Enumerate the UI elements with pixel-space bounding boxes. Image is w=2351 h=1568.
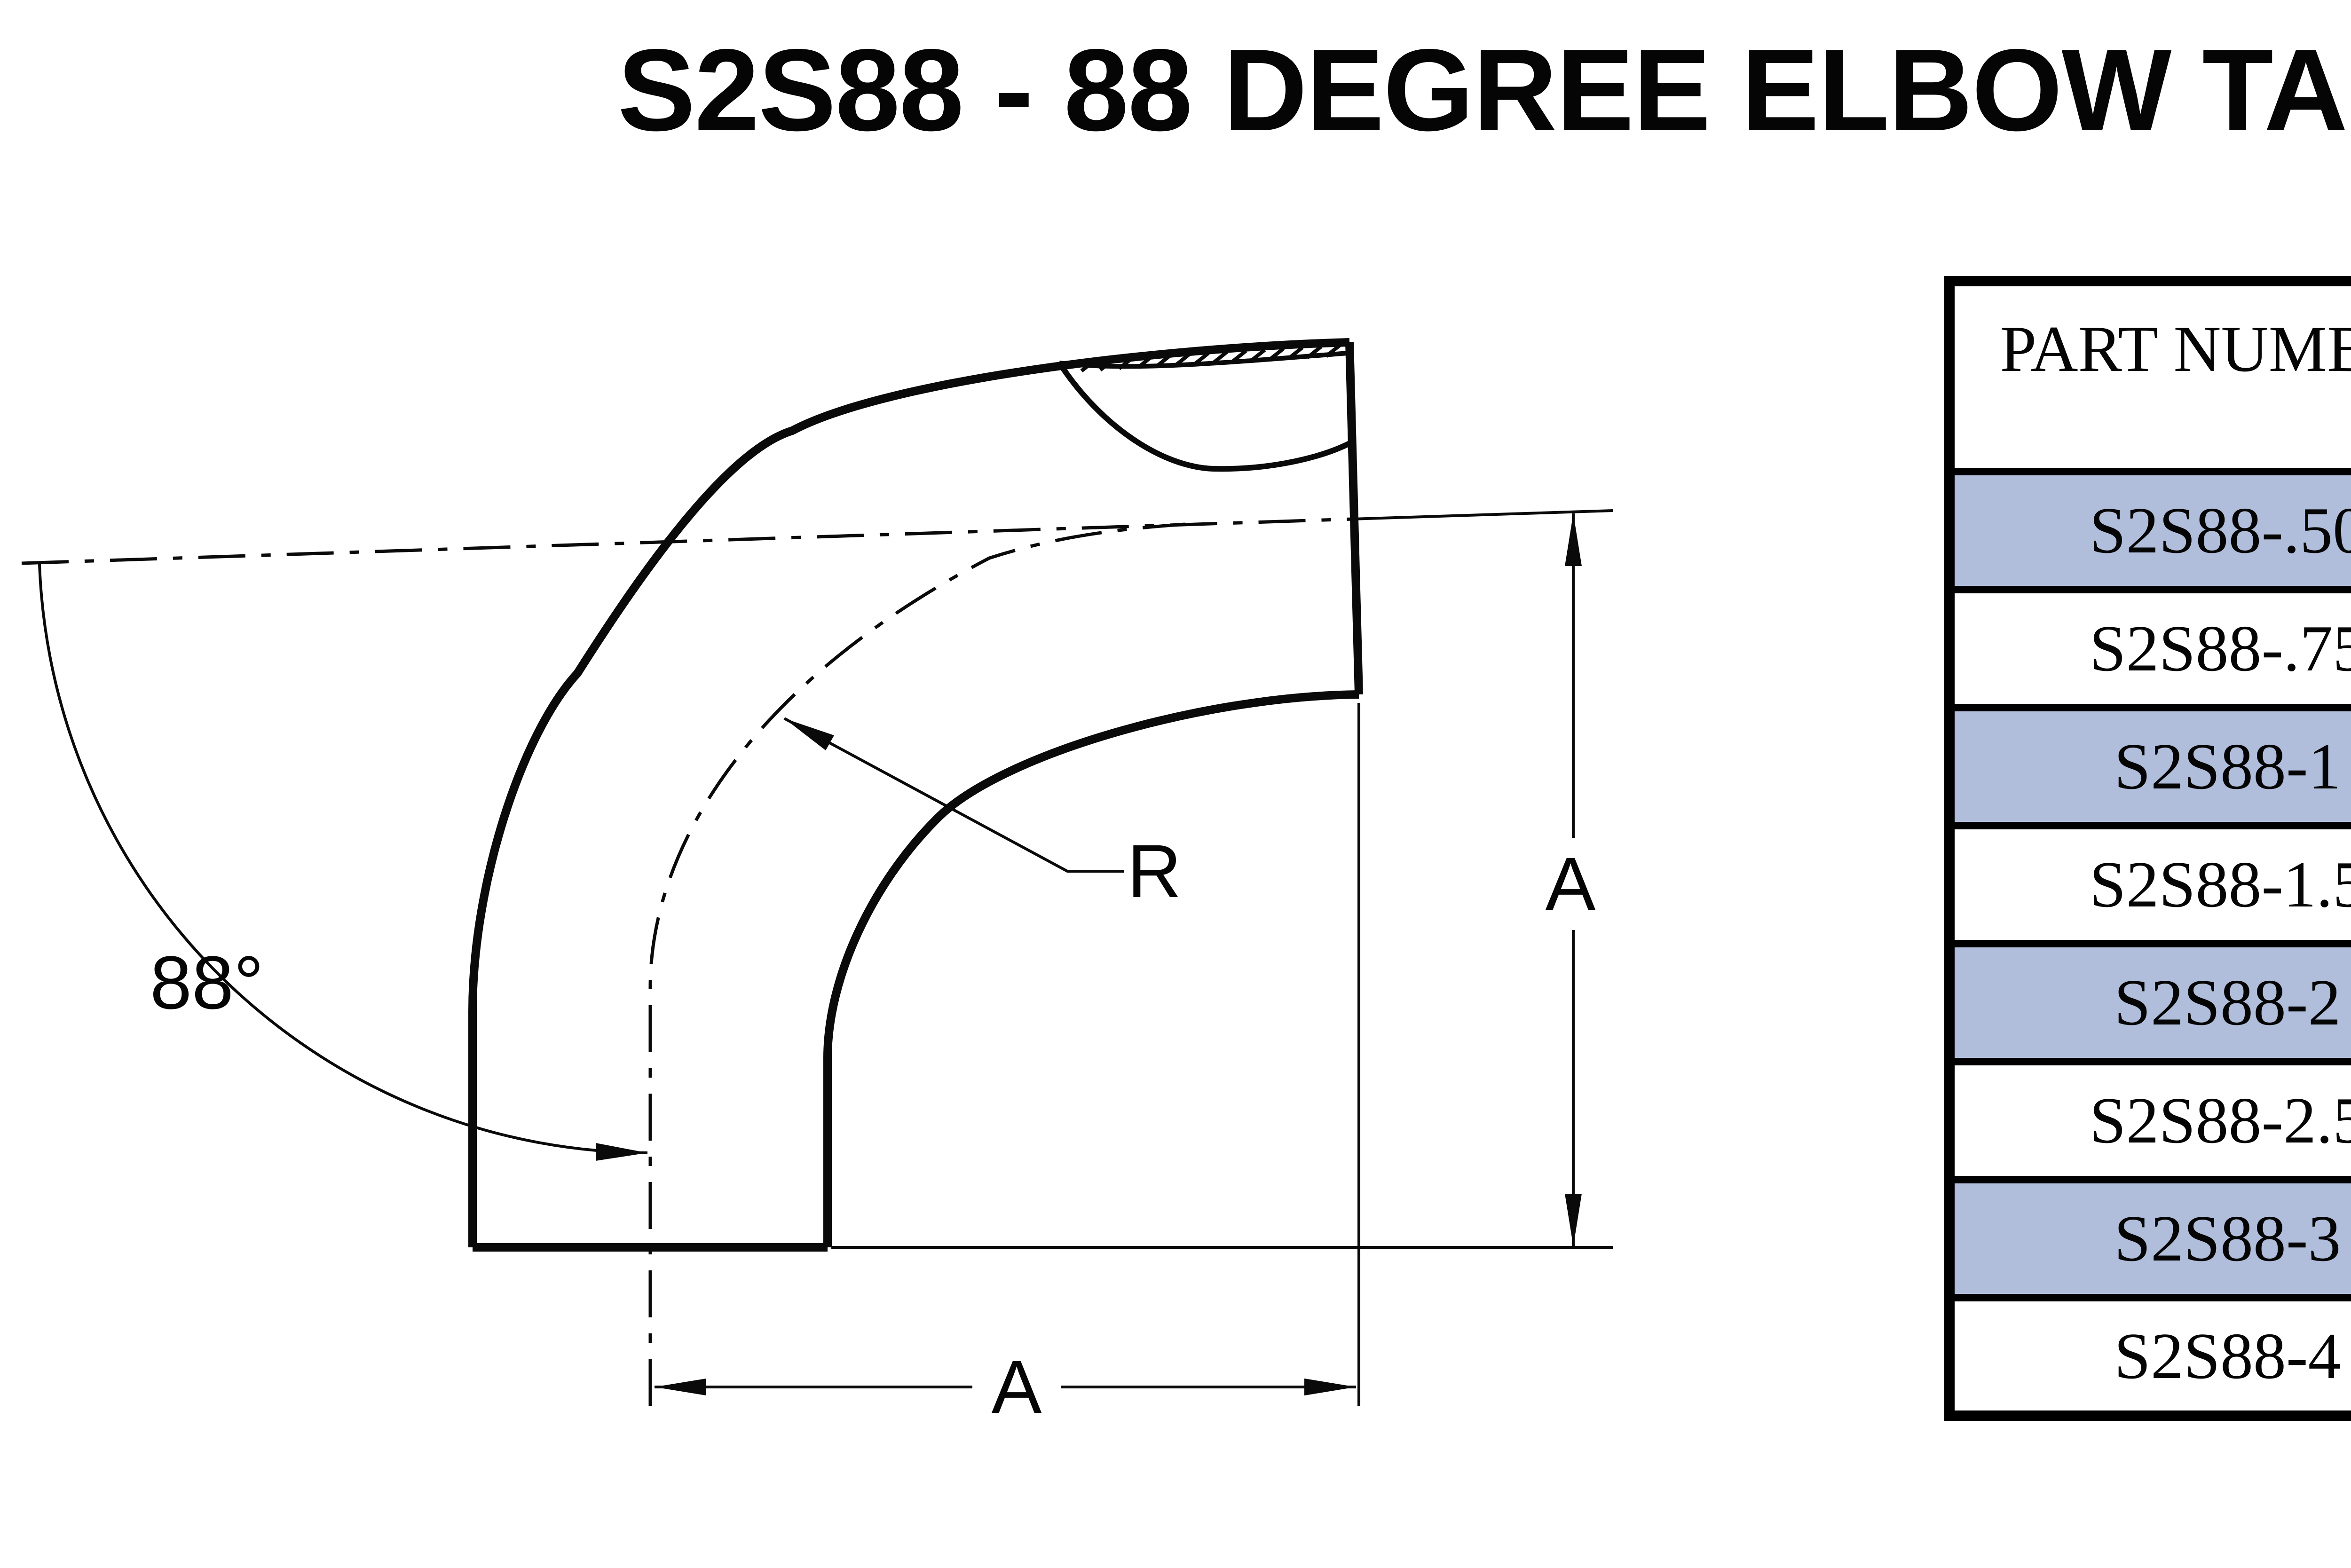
weld-bevel [1057, 343, 1354, 472]
elbow-inner-edge [823, 690, 1359, 1247]
angle-arc [38, 564, 648, 1154]
radius-label: R [1127, 829, 1182, 913]
table-row: S2S88-2.5 2-1/2 5.559 3.750 [1946, 1058, 2351, 1183]
spec-table-body: S2S88-.50 1/2 3.065 1.125 S2S88-.75 3/4 … [1946, 468, 2351, 1419]
weld-end-face [1345, 342, 1363, 695]
cell-part-number: S2S88-2 [1946, 940, 2351, 1065]
pipe-mouth-curve [1057, 361, 1354, 472]
horizontal-dim-label: A [992, 1345, 1042, 1429]
angle-label: 88° [150, 940, 264, 1024]
spec-table: PART NUMBER SIZE (inches) A (inches) R (… [1944, 276, 2351, 1421]
cell-part-number: S2S88-.75 [1946, 586, 2351, 711]
angle-arc-group [38, 564, 648, 1161]
table-row: S2S88-.75 3/4 3.065 1.125 [1946, 586, 2351, 711]
vertical-dim-bottom-arrowhead [1565, 1194, 1582, 1246]
vertical-dim-label-mask [1529, 838, 1617, 930]
tangent-centerline [21, 517, 1353, 565]
vertical-dim-top-arrowhead [1565, 513, 1582, 566]
cell-part-number: S2S88-2.5 [1946, 1058, 2351, 1183]
table-row: S2S88-1 1 3.051 1.500 [1946, 704, 2351, 829]
table-row: S2S88-2 2 4.809 3.000 [1946, 940, 2351, 1065]
horizontal-dim-label-mask [972, 1341, 1061, 1433]
cell-part-number: S2S88-1 [1946, 704, 2351, 829]
top-extension-line [1352, 509, 1613, 520]
elbow-drawing: A A 88° R [21, 338, 1617, 1433]
vertical-dim-label: A [1546, 842, 1596, 926]
radius-leader-group [783, 717, 1124, 873]
radius-leader-arrowhead [784, 718, 834, 750]
bevel-hatching [1080, 343, 1341, 373]
table-row: S2S88-1.5 1-1/2 3.801 2.250 [1946, 822, 2351, 947]
angle-arc-arrowhead [596, 1143, 647, 1161]
page-title-wrap: S2S88 - 88 DEGREE ELBOW TANGENT WELD END… [470, 23, 2351, 157]
cell-part-number: S2S88-1.5 [1946, 822, 2351, 947]
cell-part-number: S2S88-.50 [1946, 468, 2351, 593]
radius-leader-line [783, 717, 1124, 873]
pipe-centerline [648, 522, 1185, 1406]
horizontal-dim-left-arrowhead [655, 1379, 706, 1395]
cell-part-number: S2S88-3 [1946, 1176, 2351, 1301]
elbow-outer-edge [468, 338, 1350, 1247]
table-row: S2S88-4 4 8.066 6.000 [1946, 1294, 2351, 1419]
page-title: S2S88 - 88 DEGREE ELBOW TANGENT WELD END… [617, 24, 2351, 155]
extension-lines [831, 509, 1613, 1406]
header-part-number-label: PART NUMBER [2000, 313, 2351, 386]
horizontal-dimension-group: A [655, 1341, 1356, 1433]
header-row: PART NUMBER SIZE (inches) A (inches) R (… [1946, 277, 2351, 475]
spec-table-header: PART NUMBER SIZE (inches) A (inches) R (… [1946, 277, 2351, 475]
table-row: S2S88-3 3 6.308 4.500 [1946, 1176, 2351, 1301]
elbow-outline [468, 338, 1363, 1252]
vertical-dimension-group: A [1529, 513, 1617, 1246]
centerlines [21, 517, 1353, 1406]
header-part-number: PART NUMBER [1946, 277, 2351, 475]
horizontal-dim-right-arrowhead [1304, 1379, 1356, 1395]
cell-part-number: S2S88-4 [1946, 1294, 2351, 1419]
table-row: S2S88-.50 1/2 3.065 1.125 [1946, 468, 2351, 593]
